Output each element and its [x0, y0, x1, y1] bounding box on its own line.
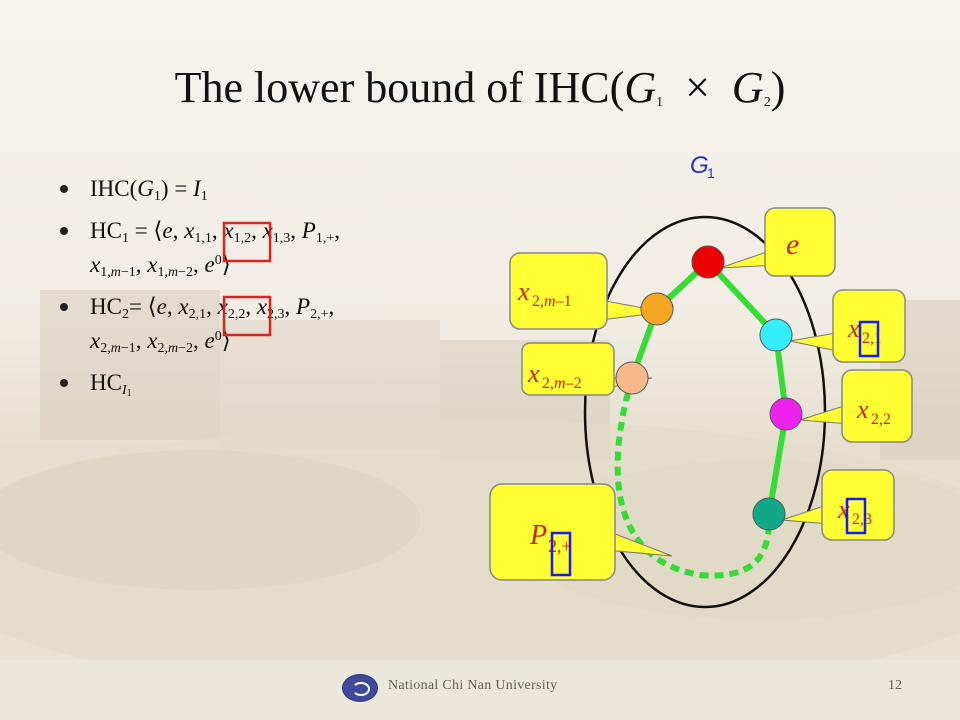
callout-x2m1: x 2,m–1: [509, 252, 666, 330]
svg-text:2,2: 2,2: [871, 411, 891, 428]
svg-text:x: x: [517, 277, 530, 306]
svg-text:x: x: [847, 314, 860, 343]
bullet-dot: [60, 227, 68, 235]
footer: National Chi Nan University 12: [0, 672, 960, 702]
bullet-list: IHC(G1) = I1 HC1 = ⟨e, x1,1, x1,2, x1,3,…: [60, 172, 480, 400]
node-x21: [759, 318, 793, 352]
graph-label-g1-subscript: 1: [707, 165, 715, 181]
highlight-box-hc2: [222, 295, 272, 337]
callout-x21: x 2,1: [789, 289, 906, 363]
bullet-dot: [60, 303, 68, 311]
bullet-dot: [60, 379, 68, 387]
university-logo-icon: [342, 674, 378, 702]
dashed-path-p2-plus: [614, 377, 773, 579]
bullet-hc2: HC2= ⟨e, x2,1, x2,2, x2,3, P2,+, x2,m−1,…: [60, 290, 480, 358]
callout-e: e: [719, 207, 836, 277]
slide-title: The lower bound of IHC(G1 × G2): [174, 63, 786, 112]
page-number: 12: [888, 678, 902, 693]
callout-p2-plus: P 2,+: [489, 483, 673, 581]
svg-text:x: x: [856, 395, 869, 424]
bullet-ihc-g1: IHC(G1) = I1: [60, 172, 480, 206]
bullet-hc1: HC1 = ⟨e, x1,1, x1,2, x1,3, P1,+, x1,m−1…: [60, 214, 480, 282]
bullet-dot: [60, 185, 68, 193]
footer-university: National Chi Nan University: [388, 678, 558, 693]
svg-text:e: e: [786, 228, 799, 261]
highlight-box-hc1: [222, 221, 272, 263]
graph-label-g1: G: [690, 152, 709, 179]
node-x23: [752, 497, 786, 531]
node-x22: [769, 397, 803, 431]
text-cursor-box: [845, 497, 867, 535]
svg-text:2,3: 2,3: [852, 511, 872, 528]
node-x2m2: [615, 361, 649, 395]
svg-text:2,m–2: 2,m–2: [542, 375, 582, 392]
callout-x22: x 2,2: [799, 369, 913, 443]
svg-text:2,+: 2,+: [548, 536, 572, 556]
text-cursor-box: [550, 531, 572, 577]
text-cursor-box: [858, 320, 880, 358]
svg-text:x: x: [527, 359, 540, 388]
node-e: [691, 245, 725, 279]
callout-x23: x 2,3: [781, 469, 895, 541]
node-x2m1: [640, 292, 674, 326]
bullet-hc-i1: HCI1: [60, 366, 480, 400]
svg-text:2,m–1: 2,m–1: [532, 293, 572, 310]
svg-text:P: P: [529, 520, 547, 551]
